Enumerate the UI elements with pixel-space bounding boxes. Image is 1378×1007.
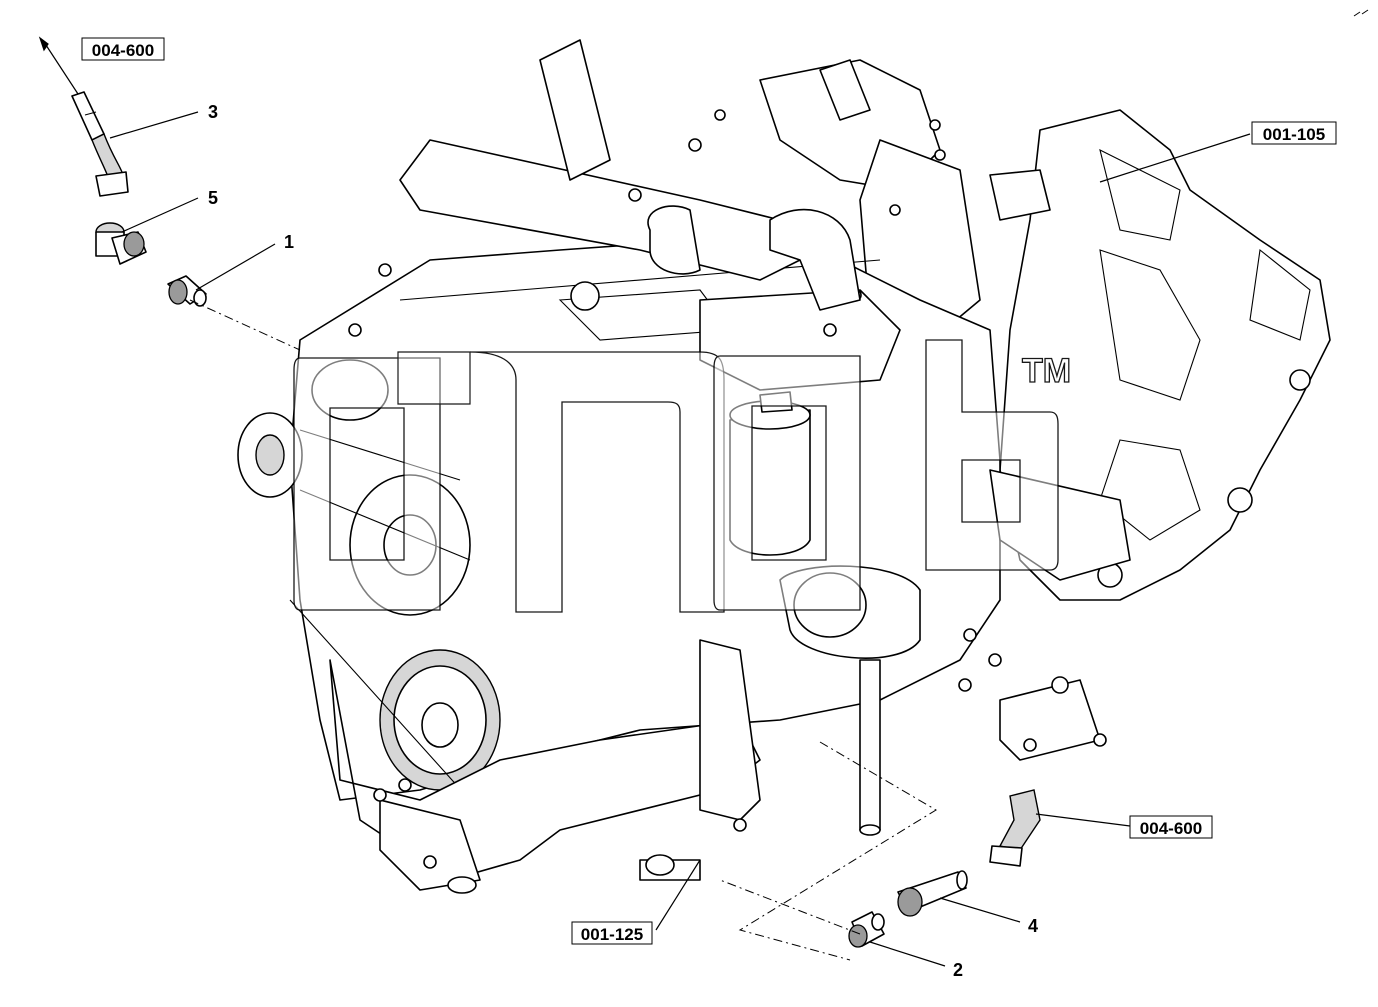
transmission-housing bbox=[999, 109, 1331, 601]
corner-marks bbox=[1353, 9, 1369, 17]
bolts bbox=[348, 109, 1002, 869]
callouts: 3 5 1 4 2 bbox=[208, 102, 1038, 980]
callout-3[interactable]: 3 bbox=[208, 102, 218, 122]
ref-box-bottom-center[interactable]: 001-125 bbox=[571, 921, 653, 945]
oil-pan bbox=[329, 659, 761, 894]
ref-label-bottom-center: 001-125 bbox=[581, 925, 643, 944]
filter-canister bbox=[729, 391, 811, 556]
ref-box-top-right[interactable]: 001-105 bbox=[1251, 121, 1337, 145]
part-3-hose bbox=[71, 91, 129, 197]
intake-pipe bbox=[399, 39, 861, 311]
assembly-lines bbox=[189, 299, 937, 961]
callout-5[interactable]: 5 bbox=[208, 188, 218, 208]
leader-lines bbox=[38, 36, 1251, 967]
engine-mount bbox=[989, 469, 1131, 761]
ref-label-top-right: 001-105 bbox=[1263, 125, 1325, 144]
watermark-logo: TM bbox=[293, 339, 1072, 613]
callout-2[interactable]: 2 bbox=[953, 960, 963, 980]
part-4-fitting bbox=[897, 870, 968, 917]
callout-4[interactable]: 4 bbox=[1028, 916, 1038, 936]
ref-box-bottom-right[interactable]: 004-600 bbox=[1129, 815, 1213, 839]
ref-box-top-left[interactable]: 004-600 bbox=[81, 37, 165, 61]
part-1-adapter bbox=[167, 275, 207, 307]
coolant-pipes bbox=[639, 565, 921, 881]
part-5-elbow bbox=[95, 222, 147, 265]
watermark-trademark: TM bbox=[1022, 352, 1071, 390]
callout-1[interactable]: 1 bbox=[284, 232, 294, 252]
engine-assembly bbox=[237, 39, 1331, 894]
ref-label-top-left: 004-600 bbox=[92, 41, 154, 60]
part-2-adapter bbox=[848, 911, 885, 948]
ref-label-bottom-right: 004-600 bbox=[1140, 819, 1202, 838]
hose-bottom-right bbox=[989, 789, 1041, 867]
